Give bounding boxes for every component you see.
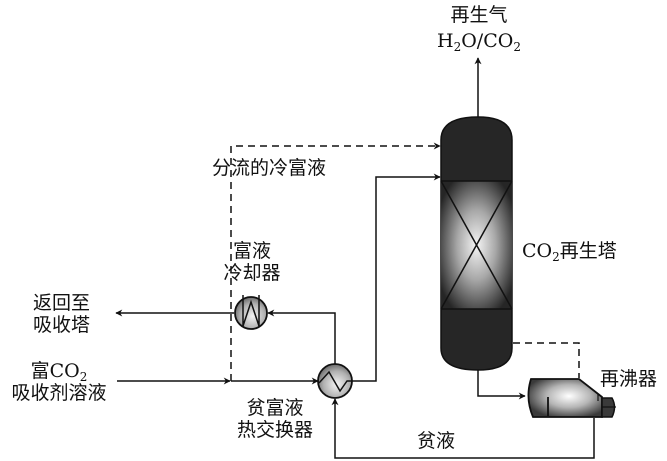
return-to-absorber-label: 返回至 吸收塔 [33, 292, 91, 336]
lean-liquid-label: 贫液 [417, 430, 456, 452]
split-cold-rich-label: 分流的冷富液 [212, 157, 327, 179]
regen-gas-formula: H2O/CO2 [437, 30, 521, 54]
lean-rich-heat-exchanger-icon [317, 363, 353, 399]
regen-gas-title: 再生气 [450, 4, 508, 26]
rich-solution-label: 富CO2 吸收剂溶液 [11, 360, 107, 404]
rich-cooler-icon [234, 295, 268, 330]
split-cold-rich-line [230, 142, 441, 381]
reboiler-icon [527, 378, 616, 418]
lean-to-cooler-line [267, 309, 336, 364]
reboiler-vapor-return-line [513, 342, 580, 378]
rich-cooler-label: 富液 冷却器 [223, 240, 281, 284]
column-label: CO2再生塔 [522, 240, 617, 264]
reboiler-label: 再沸器 [600, 368, 658, 390]
lean-liquid-line [331, 398, 595, 459]
regen-gas-label: 再生气 H2O/CO2 [423, 4, 535, 54]
column-to-reboiler-line [477, 370, 526, 400]
hot-rich-feed-line [352, 173, 441, 382]
co2-regenerator-column [440, 116, 513, 371]
heat-exchanger-label: 贫富液 热交换器 [236, 397, 313, 441]
